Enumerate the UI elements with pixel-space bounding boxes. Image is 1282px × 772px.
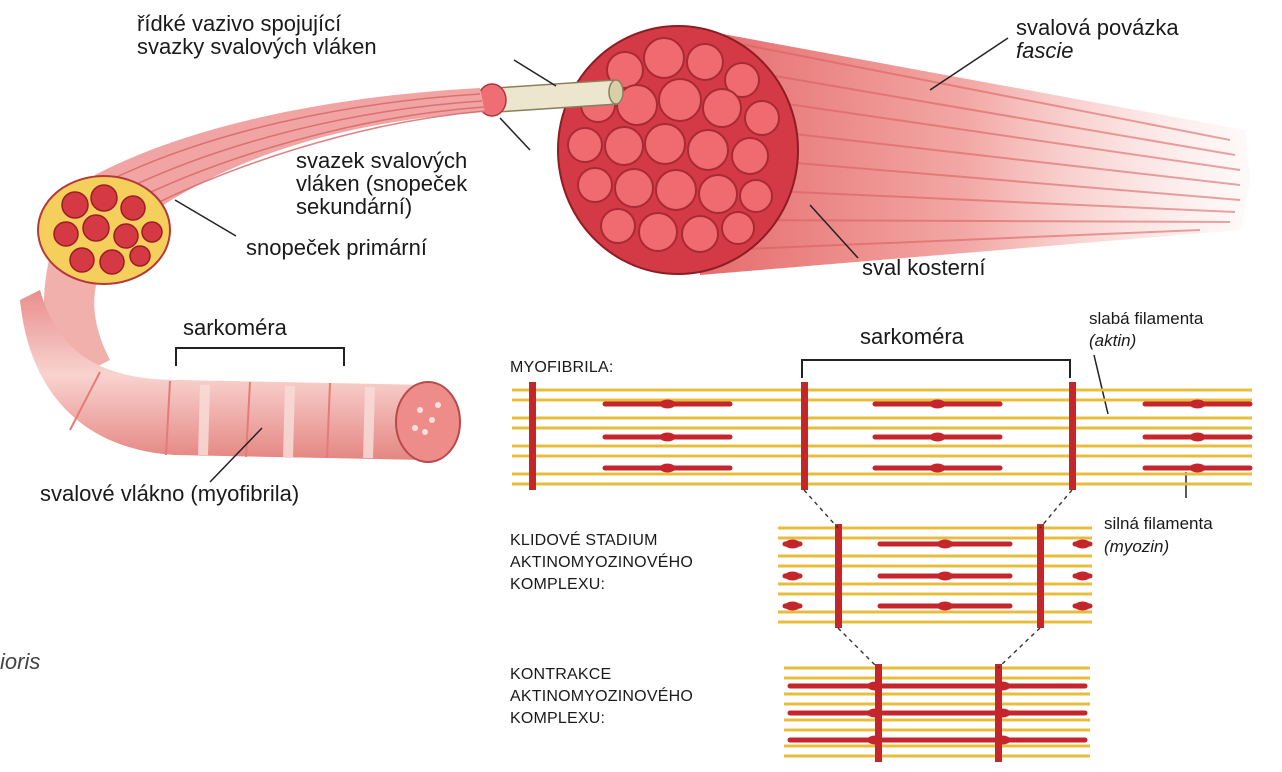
myosin-head — [937, 572, 953, 581]
label-fascia: svalová povázka — [1016, 16, 1179, 39]
myosin-head — [660, 464, 676, 473]
label-fascia-latin: fascie — [1016, 39, 1073, 62]
z-line — [875, 664, 882, 762]
z-line — [529, 382, 536, 490]
myosin-head — [785, 602, 801, 611]
myosin-head — [785, 572, 801, 581]
label-thin-filaments-latin: (aktin) — [1089, 329, 1136, 352]
myosin-head — [937, 602, 953, 611]
sarcomere-bracket-right — [802, 360, 1070, 378]
dash-line — [804, 490, 838, 528]
myosin-head — [1075, 602, 1091, 611]
label-rest-stage: KLIDOVÉ STADIUM AKTINOMYOZINOVÉHO KOMPLE… — [510, 530, 693, 596]
myofibril-schematic — [512, 382, 1252, 490]
label-thick-filaments-latin: (myozin) — [1104, 535, 1169, 558]
myosin-head — [1190, 400, 1206, 409]
label-sarcomere-left: sarkoméra — [183, 316, 287, 339]
label-primary-bundle: snopeček primární — [246, 236, 427, 259]
dash-line — [998, 628, 1040, 668]
myosin-head — [1190, 464, 1206, 473]
label-cut-text: ioris — [0, 650, 40, 673]
label-loose-connective-tissue: řídké vazivo spojující svazky svalových … — [137, 12, 377, 58]
label-thick-filaments: silná filamenta — [1104, 512, 1213, 535]
myosin-head — [660, 433, 676, 442]
myosin-head — [1190, 433, 1206, 442]
dash-line — [838, 628, 878, 668]
sarcomere-bracket-left — [176, 348, 344, 366]
label-contraction: KONTRAKCE AKTINOMYOZINOVÉHO KOMPLEXU: — [510, 664, 693, 730]
myosin-head — [937, 540, 953, 549]
z-line — [1037, 524, 1044, 628]
label-thin-filaments: slabá filamenta — [1089, 307, 1203, 330]
z-line — [995, 664, 1002, 762]
rest-stage-schematic — [778, 524, 1092, 628]
label-myofibril: MYOFIBRILA: — [510, 357, 614, 379]
myosin-head — [930, 400, 946, 409]
myosin-head — [785, 540, 801, 549]
myosin-head — [1075, 540, 1091, 549]
myosin-head — [1075, 572, 1091, 581]
label-secondary-bundle: svazek svalových vláken (snopeček sekund… — [296, 149, 467, 218]
label-skeletal-muscle: sval kosterní — [862, 256, 986, 279]
myosin-head — [930, 433, 946, 442]
myosin-head — [660, 400, 676, 409]
z-line — [835, 524, 842, 628]
projection-dashed-lines — [804, 490, 1072, 668]
z-line — [801, 382, 808, 490]
z-line — [1069, 382, 1076, 490]
fiber-cut-end — [396, 382, 460, 462]
contraction-schematic — [784, 664, 1090, 762]
dash-line — [1040, 490, 1072, 528]
label-muscle-fiber: svalové vlákno (myofibrila) — [40, 482, 299, 505]
label-sarcomere-right: sarkoméra — [860, 325, 964, 348]
myosin-head — [930, 464, 946, 473]
skeletal-muscle-illustration — [558, 26, 1250, 275]
